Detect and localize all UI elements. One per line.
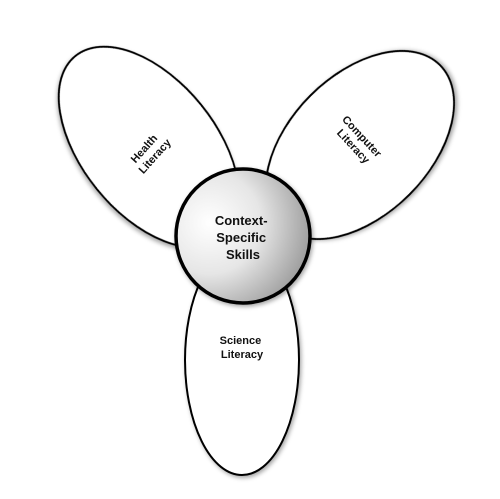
center-hub: Context- Specific Skills: [174, 167, 312, 305]
petal-computer-literacy: Computer Literacy: [265, 50, 455, 240]
petal-science-literacy: Science Literacy: [184, 244, 300, 476]
science-literacy-label: Science Literacy: [220, 335, 265, 361]
center-hub-label: Context- Specific Skills: [215, 213, 271, 262]
